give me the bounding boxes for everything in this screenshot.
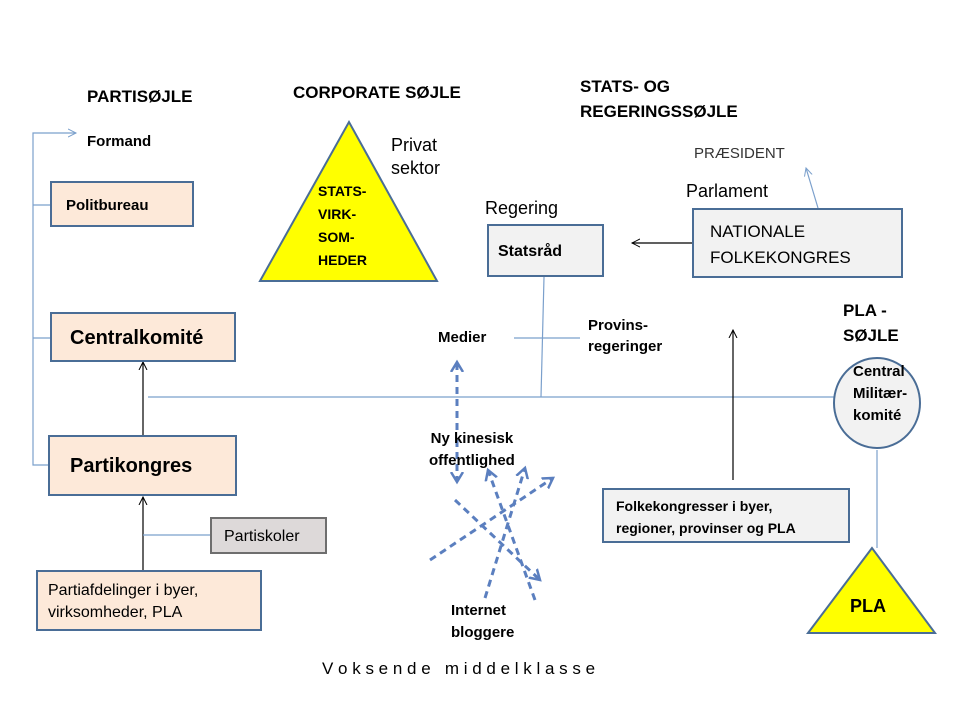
header-corporate-sojle: CORPORATE SØJLE: [293, 83, 461, 102]
statsraad-label: Statsråd: [498, 243, 563, 260]
privat-sektor-label: Privat sektor: [391, 135, 441, 178]
partiskoler-box: Partiskoler: [210, 517, 327, 554]
regering-label: Regering: [485, 198, 559, 218]
statsraad-box: Statsråd: [487, 224, 604, 277]
statsraad-vertical-line: [540, 276, 545, 398]
header-pla-sojle: PLA - SØJLE: [843, 301, 899, 345]
dashed-arrows: [429, 362, 553, 601]
internet-bloggere-label: Internet bloggere: [451, 602, 515, 641]
partikongres-label: Partikongres: [70, 455, 193, 477]
header-partisojle: PARTISØJLE: [87, 87, 193, 106]
ny-kinesisk-offentlighed-label: Ny kinesisk offentlighed: [429, 430, 515, 469]
footer-middelklasse: V o k s e n d e m i d d e l k l a s s e: [322, 659, 596, 678]
nationale-to-praesident-arrow: [806, 168, 819, 209]
medier-label: Medier: [438, 329, 487, 346]
corporate-triangle: [258, 119, 439, 282]
partiskoler-label: Partiskoler: [224, 528, 300, 545]
nationale-folkekongres-label: NATIONALE FOLKEKONGRES: [710, 222, 851, 267]
praesident-label: PRÆSIDENT: [694, 145, 785, 162]
dashed-arrow-cross-a: [429, 478, 553, 562]
dashed-arrow-cross-d: [483, 468, 525, 599]
partiafdelinger-box: Partiafdelinger i byer, virksomheder, PL…: [36, 570, 262, 631]
folkekongresser-label: Folkekongresser i byer, regioner, provin…: [616, 498, 796, 536]
politbureau-label: Politbureau: [66, 197, 149, 214]
pla-triangle: [805, 546, 937, 634]
partikongres-box: Partikongres: [48, 435, 237, 496]
formand-label: Formand: [87, 133, 152, 150]
statsvirksomheder-label: STATS- VIRK- SOM- HEDER: [318, 183, 368, 268]
central-militaer-circle: [833, 357, 921, 449]
party-bracket-line: [32, 133, 76, 466]
central-militaer-komite-label: Central Militær- komité: [853, 363, 908, 424]
parlament-label: Parlament: [686, 181, 769, 201]
folkekongresser-box: Folkekongresser i byer, regioner, provin…: [602, 488, 850, 543]
centralkomite-label: Centralkomité: [70, 327, 204, 349]
dashed-arrow-cross-b: [453, 498, 540, 580]
nationale-folkekongres-box: NATIONALE FOLKEKONGRES: [692, 208, 903, 278]
provinsregeringer-label: Provins- regeringer: [588, 317, 663, 355]
pla-triangle-label: PLA: [850, 596, 886, 616]
dashed-arrow-cross-c: [488, 470, 537, 601]
partiafdelinger-label: Partiafdelinger i byer, virksomheder, PL…: [48, 582, 199, 621]
centralkomite-box: Centralkomité: [50, 312, 236, 362]
header-stats-regeringssojle: STATS- OG REGERINGSSØJLE: [580, 77, 738, 121]
politbureau-box: Politbureau: [50, 181, 194, 227]
